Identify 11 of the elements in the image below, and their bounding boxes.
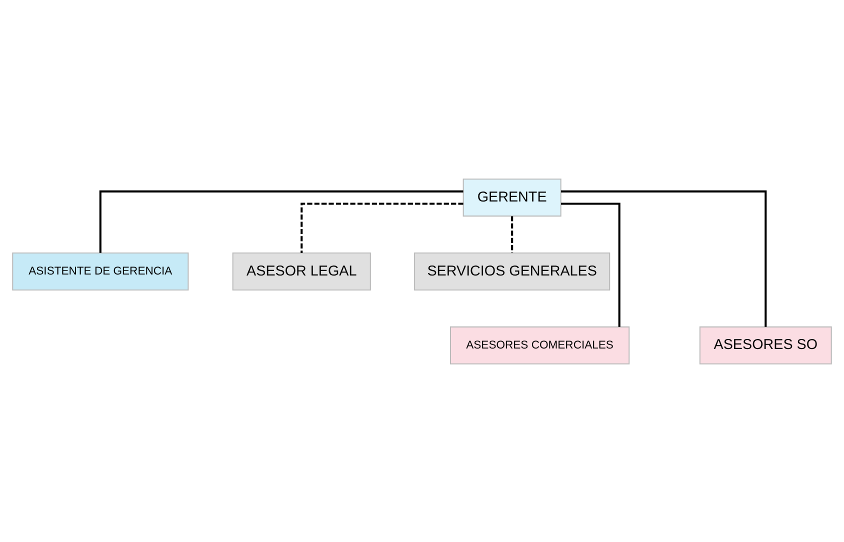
node-box: ASISTENTE DE GERENCIA [12, 252, 189, 290]
connector [561, 202, 620, 326]
connector [99, 190, 464, 252]
node-box: ASESOR LEGAL [232, 252, 371, 290]
node-box: ASESORES COMERCIALES [450, 326, 630, 364]
node-box: SERVICIOS GENERALES [414, 252, 610, 290]
connector [300, 202, 464, 252]
connector [511, 216, 514, 252]
node-box: GERENTE [462, 178, 562, 216]
connector [560, 190, 767, 326]
node-box: ASESORES SO [699, 326, 832, 364]
